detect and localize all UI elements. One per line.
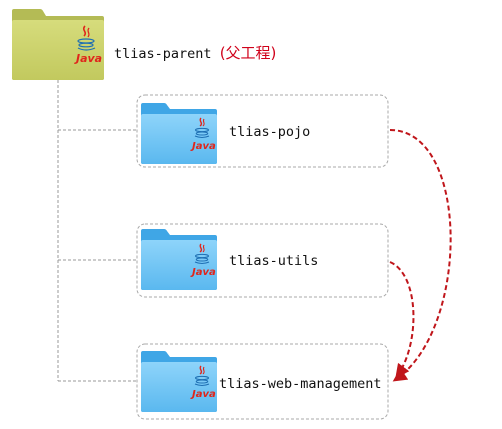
parent-module-note: (父工程) — [219, 44, 277, 62]
parent-module-label: tlias-parent (父工程) — [114, 42, 276, 63]
java-logo-text: Java — [190, 141, 216, 152]
module-box-pojo — [136, 94, 389, 168]
module-folder-icon-utils: Java — [141, 229, 217, 290]
module-box-web — [136, 343, 389, 420]
dependency-arrow-pojo-to-web — [389, 129, 452, 382]
module-label-web: tlias-web-management — [219, 376, 382, 392]
java-logo-text: Java — [190, 389, 216, 400]
java-logo-icon: Java — [74, 25, 102, 65]
dependency-arrows — [389, 129, 452, 382]
module-folder-icon-pojo: Java — [141, 103, 217, 164]
java-logo-text: Java — [74, 52, 102, 65]
parent-folder-icon: Java — [12, 9, 104, 80]
parent-module-name: tlias-parent — [114, 46, 212, 62]
module-label-pojo: tlias-pojo — [229, 124, 311, 140]
module-box-utils — [136, 223, 389, 298]
module-folder-icon-web: Java — [141, 351, 217, 412]
dependency-arrow-utils-to-web — [389, 261, 415, 379]
java-logo-text: Java — [190, 267, 216, 278]
module-label-utils: tlias-utils — [229, 253, 319, 269]
tree-connectors — [57, 80, 137, 382]
